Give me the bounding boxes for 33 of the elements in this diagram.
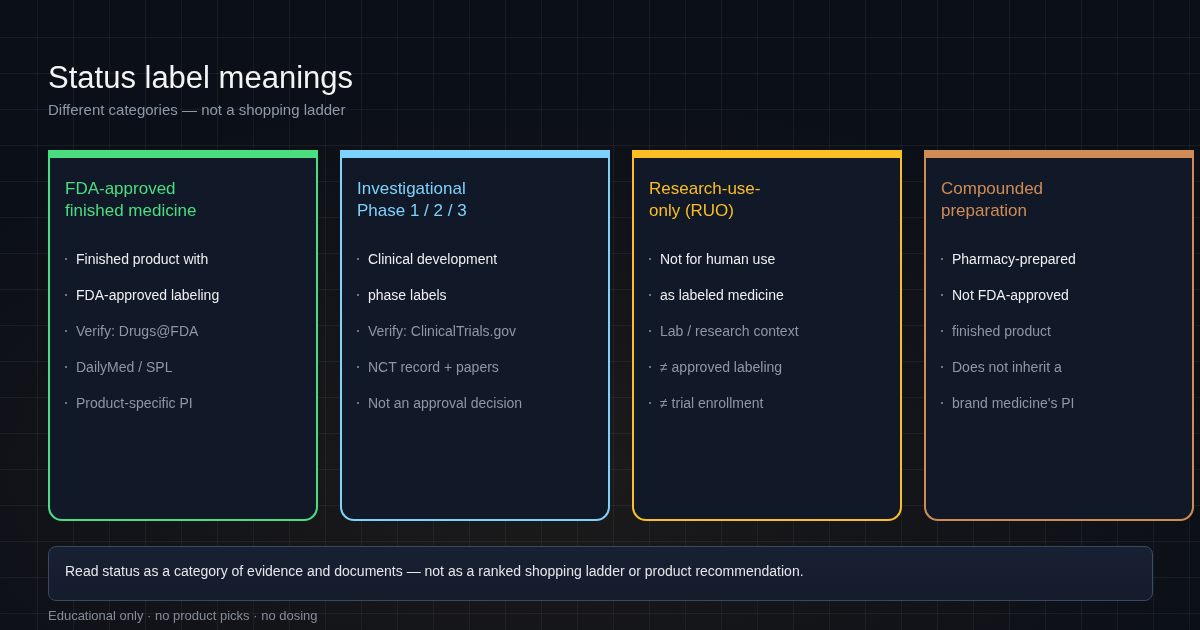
bullet-text: DailyMed / SPL xyxy=(76,359,173,375)
note-text: Read status as a category of evidence and documents — not as a ranked shopping ladder or product recommendation. xyxy=(65,563,804,579)
bullet-text: Finished product with xyxy=(76,251,209,267)
bullet-text: as labeled medicine xyxy=(660,287,784,303)
bullet-text: Verify: Drugs@FDA xyxy=(76,323,199,339)
category-card xyxy=(924,150,1194,521)
bullet-text: FDA-approved labeling xyxy=(76,287,220,303)
note-box xyxy=(48,546,1153,601)
card-heading: Investigational Phase 1 / 2 / 3 xyxy=(357,178,468,222)
bullet-text: NCT record + papers xyxy=(368,359,499,375)
category-card xyxy=(340,150,610,521)
bullet-text: ≠ approved labeling xyxy=(660,359,783,375)
category-card xyxy=(632,150,902,521)
bullet-text: Not for human use xyxy=(660,251,776,267)
bullet-text: brand medicine's PI xyxy=(952,395,1075,411)
category-card xyxy=(48,150,318,521)
title: Status label meanings xyxy=(48,60,354,96)
subtitle: Different categories — not a shopping ladder xyxy=(48,101,346,118)
card-heading: FDA-approved finished medicine xyxy=(65,178,198,222)
card-heading: Research-use-only (RUO) xyxy=(649,178,762,222)
bullet-text: finished product xyxy=(952,323,1051,339)
card-heading: Compounded preparation xyxy=(941,178,1045,222)
footer-note: Educational only · no product picks · no dosing xyxy=(48,608,318,623)
bullet-text: Does not inherit a xyxy=(952,359,1062,375)
bullet-text: Clinical development xyxy=(368,251,498,267)
bullet-text: Pharmacy-prepared xyxy=(952,251,1076,267)
bullet-text: ≠ trial enrollment xyxy=(660,395,764,411)
bullet-text: Verify: ClinicalTrials.gov xyxy=(368,323,517,339)
bullet-text: Product-specific PI xyxy=(76,395,193,411)
bullet-text: Not FDA-approved xyxy=(952,287,1069,303)
bullet-text: phase labels xyxy=(368,287,447,303)
bullet-text: Not an approval decision xyxy=(368,395,523,411)
bullet-text: Lab / research context xyxy=(660,323,799,339)
